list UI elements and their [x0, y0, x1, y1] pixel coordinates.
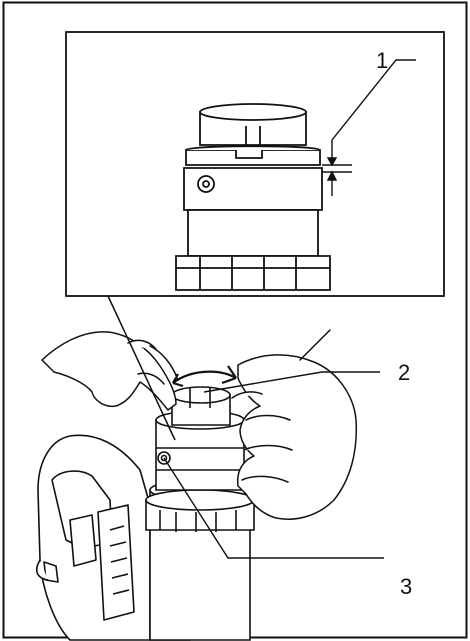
detail-leader [107, 295, 176, 441]
callout-leaders [163, 371, 384, 559]
hands [41, 329, 358, 520]
gap-dimension [322, 59, 416, 196]
rotation-arrow [172, 365, 237, 388]
top-cap [171, 386, 231, 426]
callout-3: 3 [400, 574, 412, 599]
callout-1: 1 [376, 48, 388, 73]
chisel-holder [145, 479, 255, 641]
callout-2: 2 [398, 360, 410, 385]
inset-cylinder [175, 103, 331, 291]
